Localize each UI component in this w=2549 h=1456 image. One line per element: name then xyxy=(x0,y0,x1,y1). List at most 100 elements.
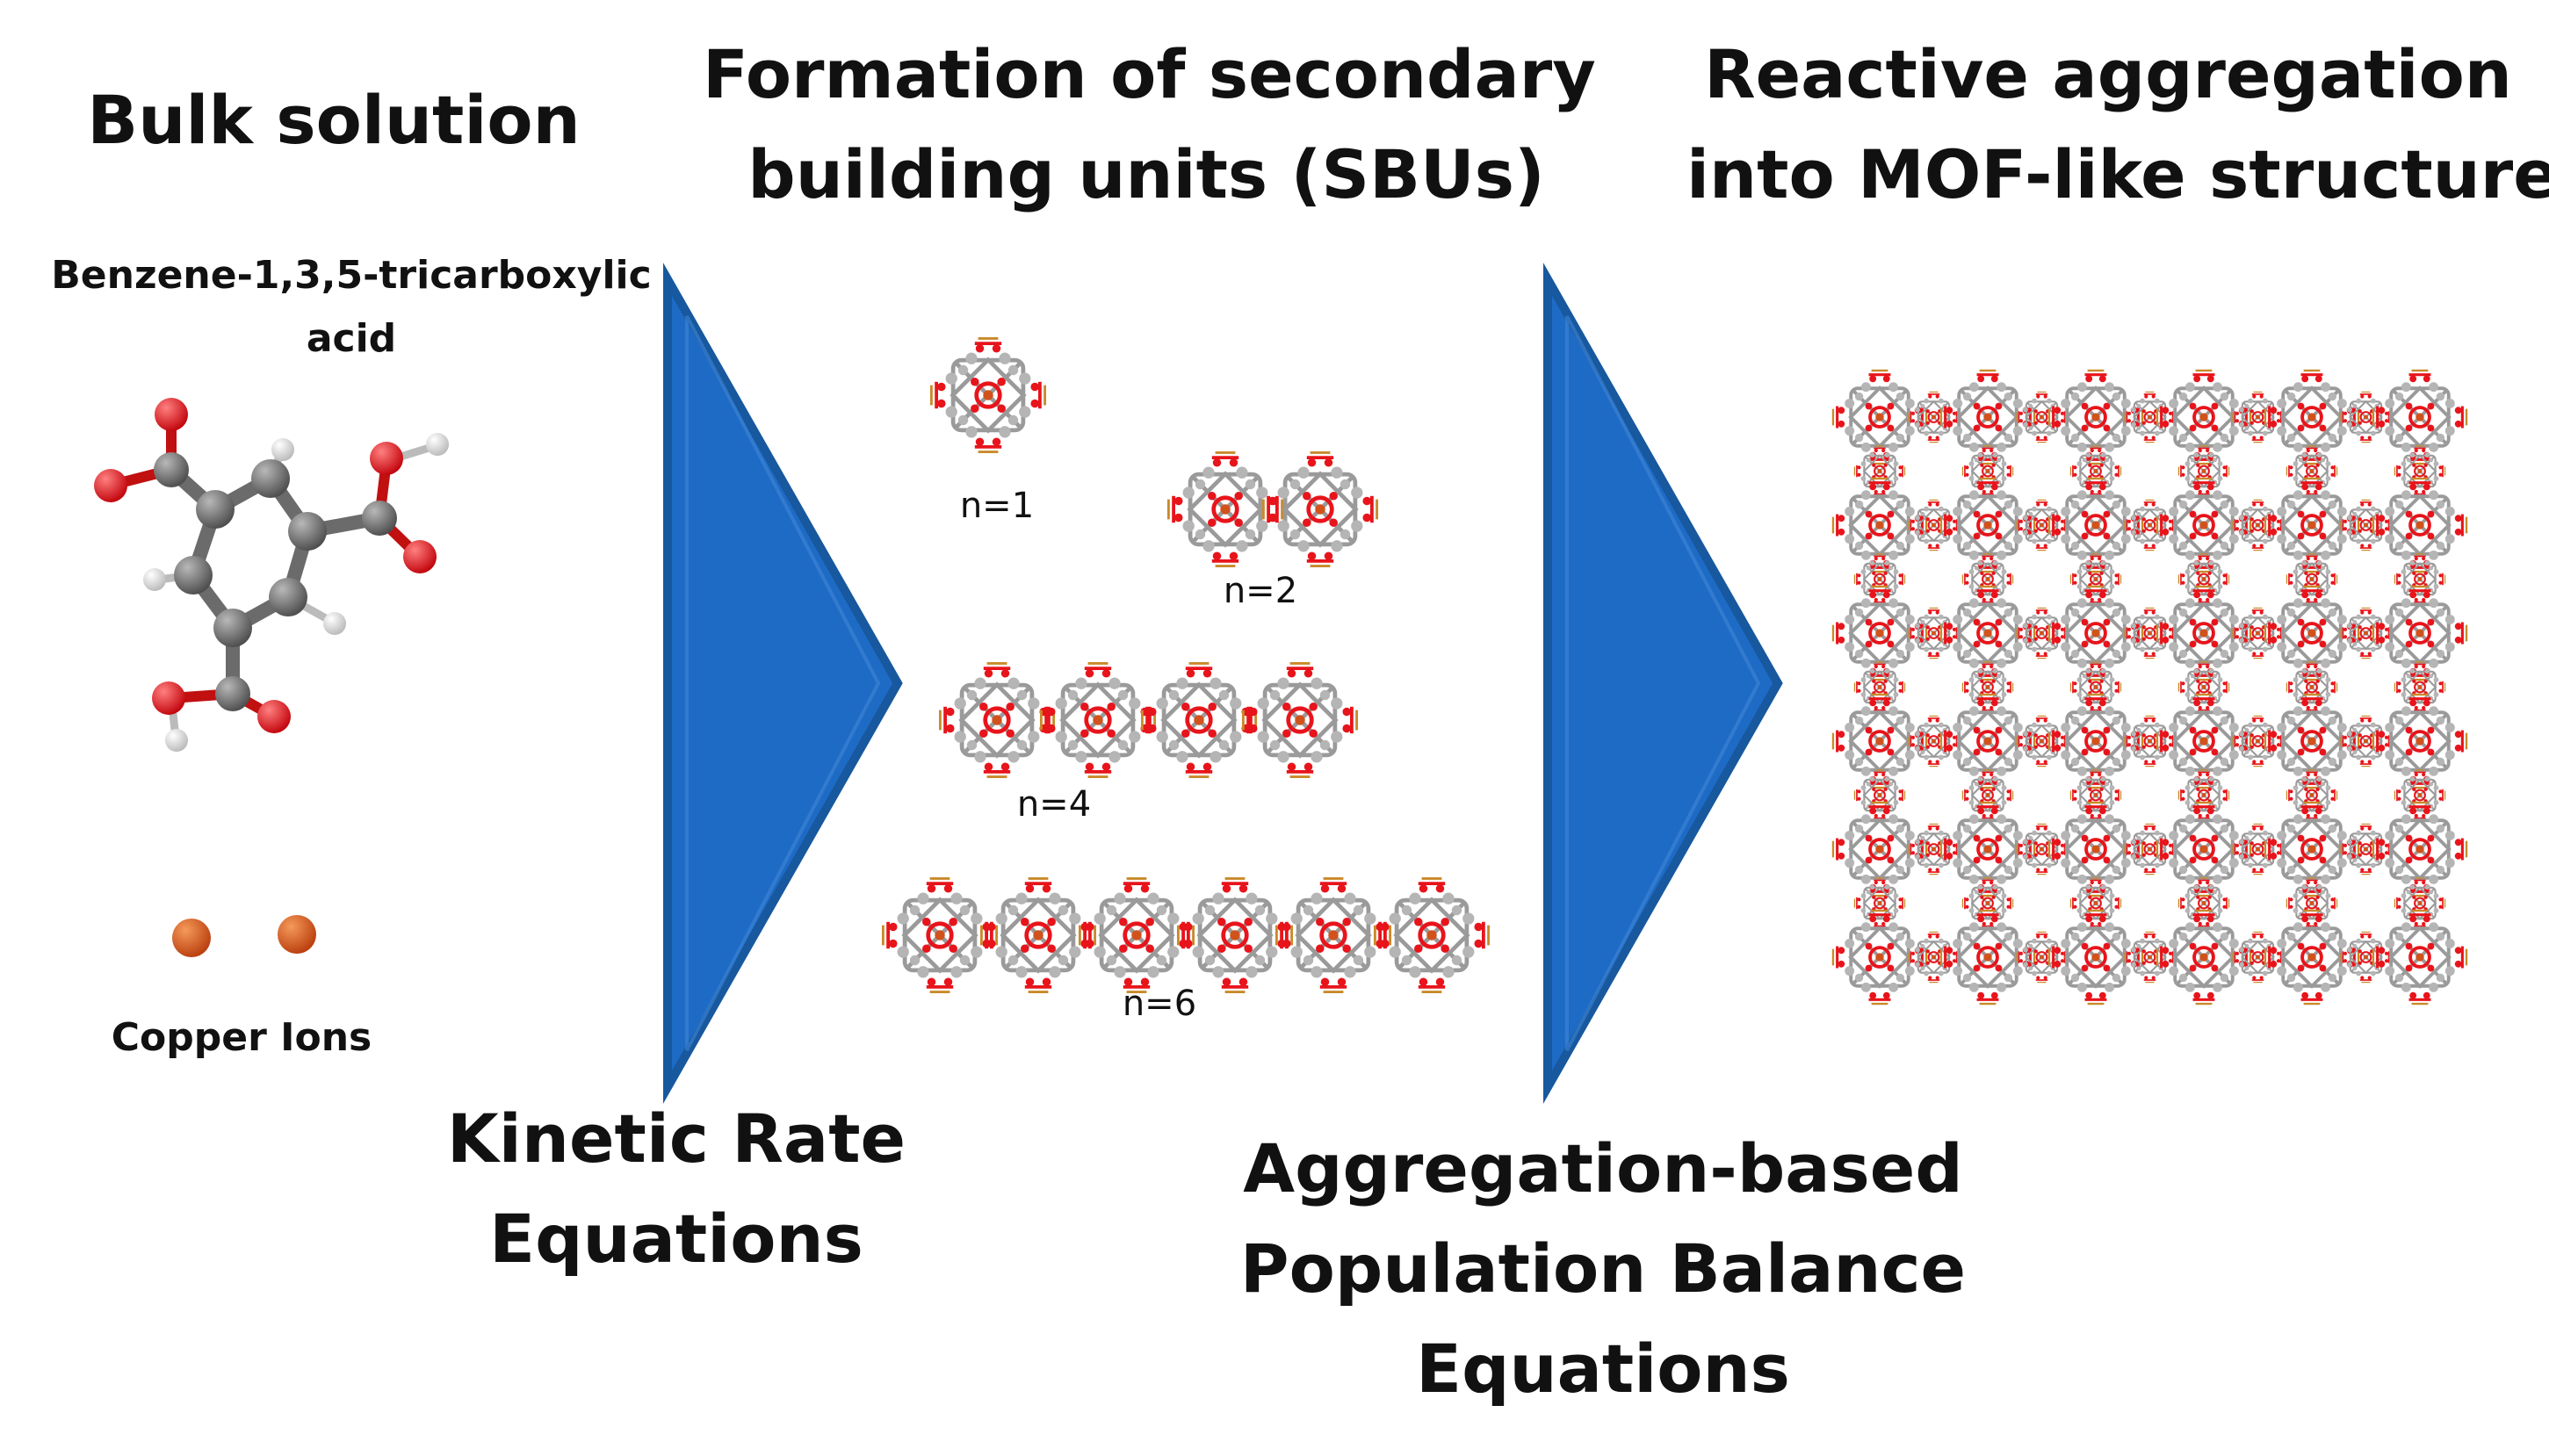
mof-linker xyxy=(2177,552,2230,606)
n2-label: n=2 xyxy=(1223,571,1298,611)
sbu-chain-n=1 xyxy=(931,338,1044,451)
sbu-chain-n=4 xyxy=(940,663,1356,776)
mof-node xyxy=(1939,909,2036,1006)
mof-linker xyxy=(2123,823,2177,876)
mof-node xyxy=(2047,909,2144,1006)
sbu-heading-line2: building units (SBUs) xyxy=(747,135,1545,213)
mof-linker xyxy=(2394,444,2446,498)
mof-linker xyxy=(2015,607,2069,660)
n4-label: n=4 xyxy=(1016,784,1092,825)
mof-linker xyxy=(1853,444,1906,498)
mof-linker xyxy=(2177,444,2230,498)
n6-label: n=6 xyxy=(1122,984,1197,1024)
mof-linker xyxy=(2015,499,2069,551)
mof-linker xyxy=(2123,607,2177,660)
mof-linker xyxy=(2394,876,2446,930)
mof-node xyxy=(2047,477,2144,573)
mof-linker xyxy=(2069,444,2122,498)
mof-linker xyxy=(2069,660,2122,714)
mof-linker xyxy=(2231,391,2285,443)
sbu-heading-line1: Formation of secondary xyxy=(703,35,1596,113)
mof-linker xyxy=(2339,607,2393,660)
mof-node xyxy=(2264,477,2360,573)
mof-node xyxy=(2155,585,2252,681)
molecule-name-line2: acid xyxy=(306,316,397,361)
mof-linker xyxy=(2285,444,2338,498)
mof-node xyxy=(1939,801,2036,897)
mof-linker xyxy=(2231,931,2285,984)
sbu-unit xyxy=(883,878,996,991)
n1-label: n=1 xyxy=(959,486,1035,526)
mof-node xyxy=(1831,369,1928,465)
sbu-unit xyxy=(1142,663,1255,776)
mof-linker xyxy=(2285,876,2338,930)
mof-linker xyxy=(1961,444,2014,498)
mof-linker xyxy=(2231,499,2285,551)
mof-linker xyxy=(2177,876,2230,930)
sbu-unit xyxy=(1178,878,1291,991)
mof-heading-line1: Reactive aggregation xyxy=(1704,35,2512,113)
mof-linker xyxy=(2015,391,2069,443)
sbu-unit xyxy=(1375,878,1488,991)
mof-node xyxy=(1831,477,1928,573)
sbu-unit xyxy=(981,878,1094,991)
mof-linker xyxy=(2015,931,2069,984)
mof-linker xyxy=(2069,552,2122,606)
sbu-unit xyxy=(931,338,1044,451)
mof-linker xyxy=(1961,876,2014,930)
sbu-unit xyxy=(1080,878,1193,991)
mof-linker xyxy=(2285,660,2338,714)
mof-node xyxy=(2155,693,2252,789)
mof-node xyxy=(2264,585,2360,681)
mof-node xyxy=(2264,369,2360,465)
mof-node xyxy=(1831,693,1928,789)
mof-linker xyxy=(2394,660,2446,714)
mof-linker xyxy=(2231,715,2285,768)
sbu-unit xyxy=(1041,663,1154,776)
mof-node xyxy=(1831,909,1928,1006)
mof-node xyxy=(2047,801,2144,897)
sbu-unit xyxy=(1263,452,1376,566)
mof-node xyxy=(1939,693,2036,789)
mof-linker xyxy=(2339,391,2393,443)
mof-linker xyxy=(2123,391,2177,443)
pbe-label-line1: Aggregation-based xyxy=(1243,1129,1963,1207)
aggregation-arrow xyxy=(1543,263,1783,1104)
mof-linker xyxy=(2394,552,2446,606)
mof-linker xyxy=(2123,715,2177,768)
sbu-chain-n=6 xyxy=(883,878,1488,991)
sbu-unit xyxy=(940,663,1053,776)
mof-heading-line2: into MOF-like structure xyxy=(1686,135,2549,213)
mof-node xyxy=(1831,801,1928,897)
mof-linker xyxy=(1961,768,2014,822)
mof-node xyxy=(2264,909,2360,1006)
sbu-unit xyxy=(1243,663,1356,776)
mof-linker xyxy=(2177,768,2230,822)
mof-linker xyxy=(1853,768,1906,822)
mof-linker xyxy=(2069,768,2122,822)
sbu-unit xyxy=(1276,878,1390,991)
mof-linker xyxy=(2069,876,2122,930)
mof-linker xyxy=(2015,715,2069,768)
mof-linker xyxy=(1907,931,1960,984)
mof-node xyxy=(2155,801,2252,897)
mof-node xyxy=(2264,801,2360,897)
kinetic-arrow xyxy=(663,263,903,1104)
mof-node xyxy=(2155,909,2252,1006)
bulk-solution-heading: Bulk solution xyxy=(87,81,581,159)
mof-node xyxy=(2155,477,2252,573)
mof-node xyxy=(2372,585,2468,681)
sbu-unit xyxy=(1168,452,1282,566)
mof-linker xyxy=(2231,607,2285,660)
copper-ions xyxy=(172,915,316,957)
mof-node xyxy=(2372,693,2468,789)
mof-linker xyxy=(1961,660,2014,714)
mof-linker xyxy=(2123,499,2177,551)
sbu-chain-n=2 xyxy=(1168,452,1376,566)
mof-framework xyxy=(1831,369,2468,1006)
mof-linker xyxy=(1907,607,1960,660)
mof-linker xyxy=(2339,715,2393,768)
mof-linker xyxy=(1853,552,1906,606)
mof-node xyxy=(2372,477,2468,573)
